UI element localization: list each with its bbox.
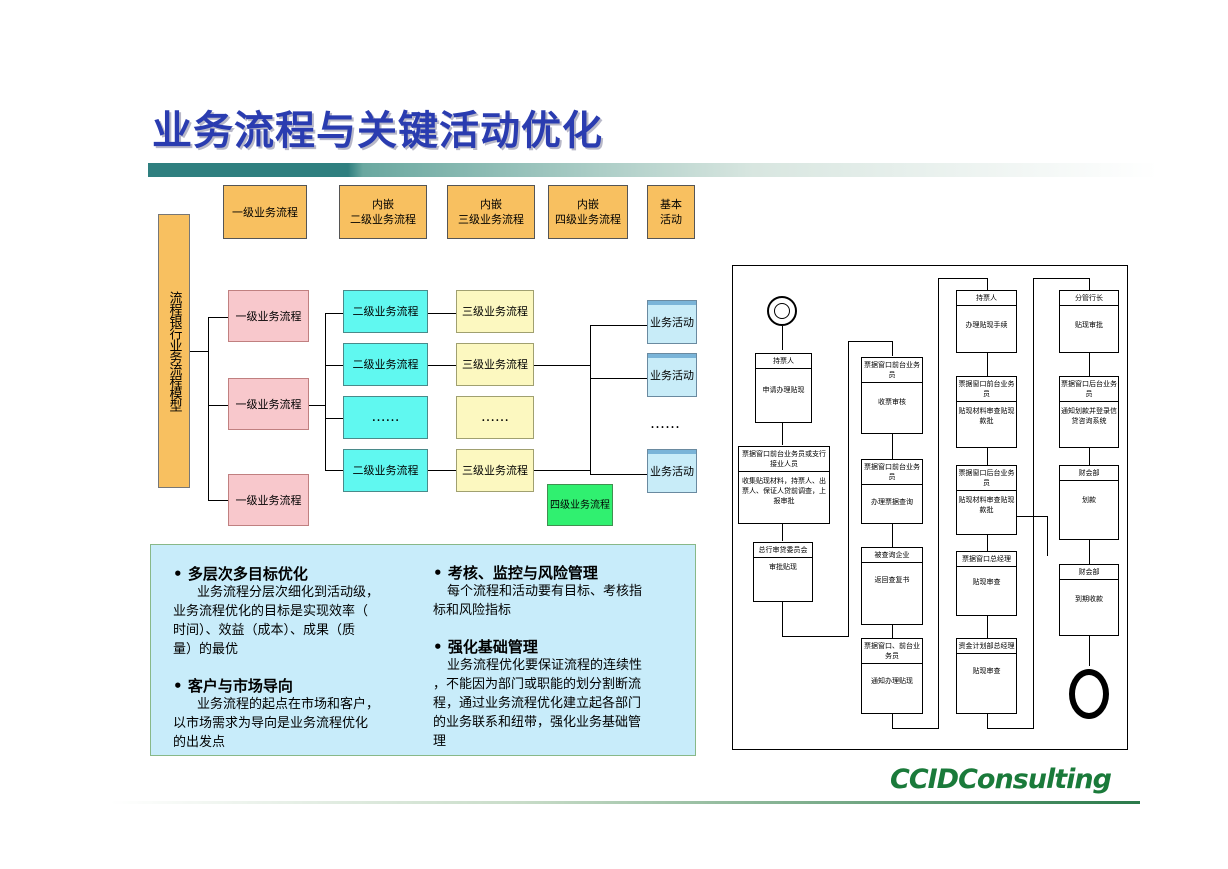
level1-box: 一级业务流程 (228, 290, 309, 342)
flow-step: 持票人申请办理贴现 (755, 353, 812, 423)
level4-box: 四级业务流程 (547, 484, 613, 526)
legend-level1: 一级业务流程 (223, 185, 307, 239)
discount-flowchart: 持票人申请办理贴现 票据窗口前台业务员或支行接业人员收集贴现材料，持票人、出票人… (732, 265, 1128, 750)
flow-step: 资金计划部总经理贴现审查 (956, 638, 1017, 714)
level2-box: 二级业务流程 (343, 449, 428, 492)
flow-step: 票据窗口总经理贴现审查 (956, 551, 1017, 616)
activity-box: 业务活动 (647, 300, 697, 344)
level3-ellipsis: …… (456, 396, 534, 439)
flow-step: 票据窗口前台业务员办理票据查询 (861, 459, 923, 524)
bullet-body: 每个流程和活动要有目标、考核指 标和风险指标 (433, 584, 643, 618)
end-node (1069, 669, 1109, 719)
level3-box: 三级业务流程 (456, 290, 534, 333)
flow-step: 票据窗口前台业务员收票审核 (861, 357, 923, 434)
bullet-body: 业务流程的起点在市场和客户， 以市场需求为导向是业务流程优化 的出发点 (173, 697, 380, 750)
flow-step: 票据窗口后台业务员贴现材料审查贴现款批 (956, 465, 1017, 535)
flow-step: 财会部到期收款 (1059, 564, 1119, 636)
page-title: 业务流程与关键活动优化 (152, 108, 603, 154)
model-label: 流程银行业务流程模型 (158, 214, 190, 488)
flow-step: 被查询企业返回查复书 (861, 547, 923, 625)
bullet-title: • 多层次多目标优化 (173, 565, 308, 583)
bullet-body: 业务流程分层次细化到活动级， 业务流程优化的目标是实现效率（ 时间）、效益（成本… (173, 585, 380, 657)
start-node (767, 296, 797, 326)
ccid-logo: CCIDConsulting (890, 764, 1112, 795)
footer-line (110, 801, 1140, 804)
activity-box: 业务活动 (647, 449, 697, 493)
legend-activity: 基本活动 (647, 185, 695, 239)
level2-box: 二级业务流程 (343, 343, 428, 386)
legend-level2: 内嵌二级业务流程 (339, 185, 427, 239)
flow-step: 票据窗口后台业务员通知划款并登录信贷咨询系统 (1059, 376, 1119, 448)
flow-step: 持票人办理贴现手续 (956, 290, 1017, 353)
level2-box: 二级业务流程 (343, 290, 428, 333)
activity-box: 业务活动 (647, 353, 697, 397)
level2-ellipsis: …… (343, 396, 428, 439)
bullet-title: • 客户与市场导向 (173, 677, 293, 695)
bullet-title: • 考核、监控与风险管理 (433, 564, 598, 582)
level3-box: 三级业务流程 (456, 343, 534, 386)
bullet-title: • 强化基础管理 (433, 638, 538, 656)
flow-step: 票据窗口、前台业务员通知办理贴现 (861, 638, 923, 714)
legend-level3: 内嵌三级业务流程 (447, 185, 535, 239)
flow-step: 财会部划款 (1059, 465, 1119, 540)
activity-ellipsis: …… (650, 414, 680, 432)
flow-step: 票据窗口前台业务员贴现材料审查贴现款批 (956, 376, 1017, 448)
legend-level4: 内嵌四级业务流程 (548, 185, 628, 239)
bullet-body: 业务流程优化要保证流程的连续性 ，不能因为部门或职能的划分割断流 程，通过业务流… (433, 658, 643, 749)
level3-box: 三级业务流程 (456, 449, 534, 492)
level1-box: 一级业务流程 (228, 378, 309, 430)
flow-step: 票据窗口前台业务员或支行接业人员收集贴现材料，持票人、出票人、保证人贷前调查，上… (738, 446, 830, 524)
principles-panel: • 多层次多目标优化 业务流程分层次细化到活动级， 业务流程优化的目标是实现效率… (150, 544, 696, 756)
flow-step: 总行审贷委员会审批贴现 (753, 542, 813, 602)
flow-step: 分管行长贴现审批 (1059, 290, 1119, 353)
level1-box: 一级业务流程 (228, 474, 309, 526)
title-underline-bar (148, 163, 1158, 177)
